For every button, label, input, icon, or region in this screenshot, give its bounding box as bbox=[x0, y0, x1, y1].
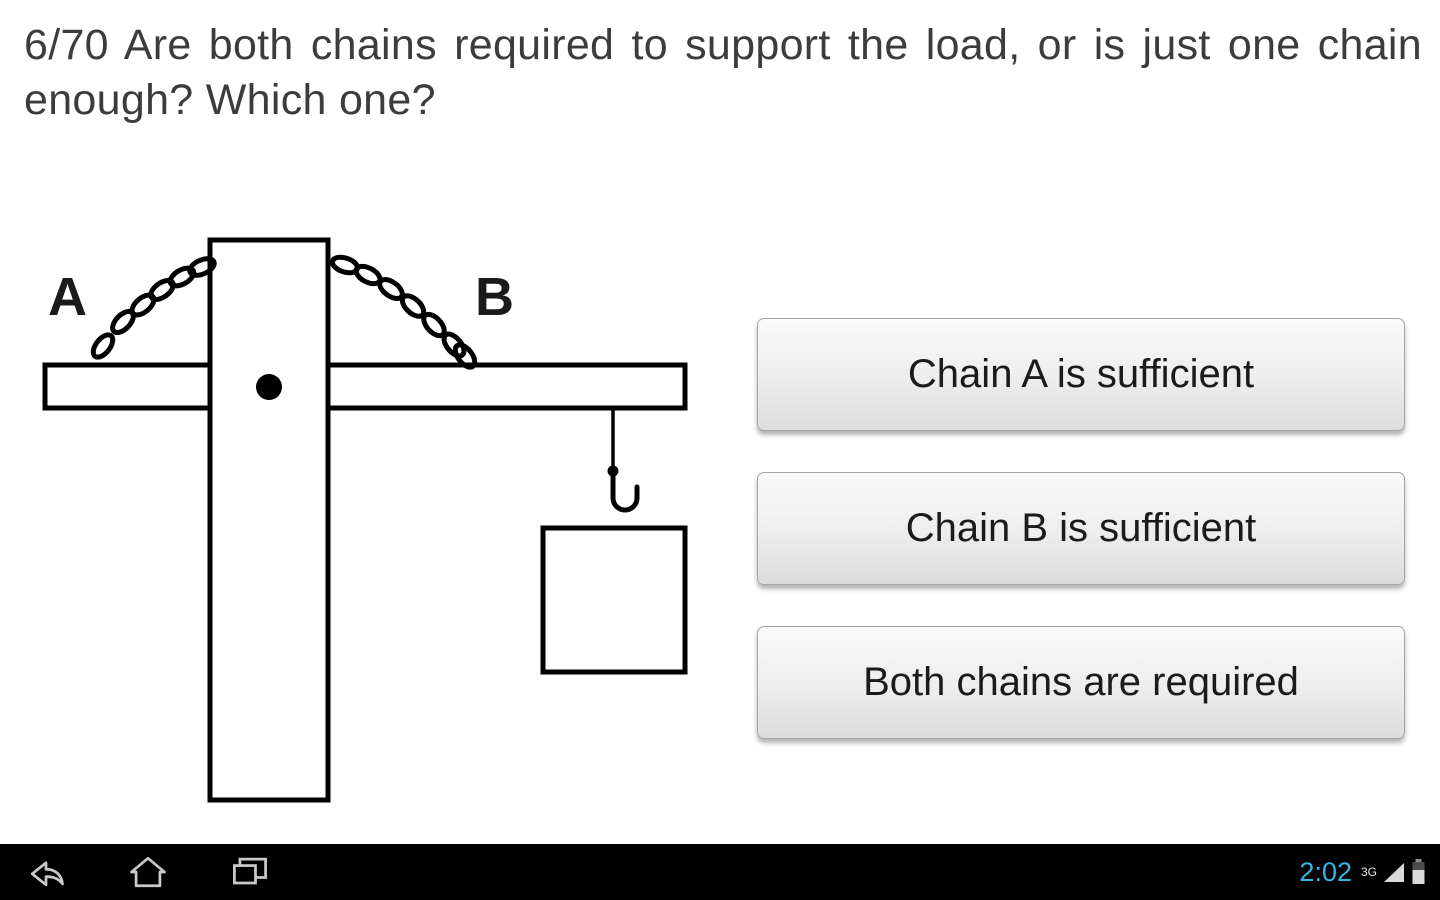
beam bbox=[42, 362, 688, 411]
recents-icon bbox=[233, 857, 267, 885]
home-icon bbox=[130, 856, 166, 888]
chain-a bbox=[90, 256, 217, 360]
recents-button[interactable] bbox=[222, 844, 278, 900]
answer-chain-b-button[interactable]: Chain B is sufficient bbox=[757, 472, 1405, 585]
chain-a-label: A bbox=[48, 267, 87, 327]
system-navbar: 2:02 3G bbox=[0, 844, 1440, 900]
nav-buttons bbox=[0, 844, 278, 900]
post bbox=[207, 237, 331, 803]
answer-both-chains-button[interactable]: Both chains are required bbox=[757, 626, 1405, 739]
battery-icon bbox=[1412, 859, 1425, 884]
load-box bbox=[540, 525, 688, 675]
signal-icon bbox=[1384, 863, 1404, 882]
back-button[interactable] bbox=[18, 844, 74, 900]
hook bbox=[607, 408, 640, 513]
status-area: 2:02 3G bbox=[1299, 857, 1440, 888]
pivot-dot bbox=[256, 374, 282, 400]
answer-chain-a-button[interactable]: Chain A is sufficient bbox=[757, 318, 1405, 431]
chain-b-label: B bbox=[475, 267, 514, 327]
home-button[interactable] bbox=[120, 844, 176, 900]
network-label: 3G bbox=[1360, 864, 1377, 879]
clock: 2:02 bbox=[1299, 856, 1352, 887]
back-icon bbox=[30, 861, 64, 887]
chain-b bbox=[329, 254, 478, 370]
question-text: 6/70 Are both chains required to support… bbox=[24, 21, 1422, 125]
load-diagram: A B bbox=[42, 237, 688, 803]
